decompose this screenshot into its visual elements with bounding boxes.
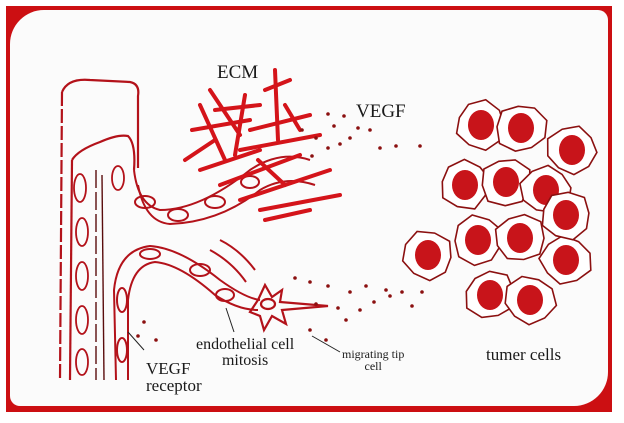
tumor-cell-nucleus — [477, 280, 503, 310]
tumor-cell-cluster — [401, 98, 598, 326]
diagram-panel: ECM VEGF endothelial cell mitosis VEGF r… — [10, 10, 608, 406]
vegf-particles — [136, 112, 424, 342]
migrating-tip-cell — [248, 282, 329, 333]
tumor-cell-nucleus — [493, 167, 519, 197]
endothelial-label-line1: endothelial cell — [196, 336, 295, 353]
tumor-cell-nucleus — [559, 135, 585, 165]
label-pointer-lines — [127, 307, 341, 353]
migrating-label-line1: migrating tip — [342, 347, 405, 361]
endothelial-cells-left — [73, 165, 125, 376]
tumor-cell-nucleus — [507, 223, 533, 253]
migrating-tip-cell-label: migrating tip cell — [342, 348, 404, 372]
parent-blood-vessel — [58, 78, 140, 381]
vegf-receptor-label: VEGF receptor — [146, 360, 202, 394]
diagram-frame: ECM VEGF endothelial cell mitosis VEGF r… — [6, 6, 612, 412]
tumor-cell-nucleus — [517, 285, 543, 315]
tumor-cell-nucleus — [553, 245, 579, 275]
extracellular-matrix — [183, 68, 342, 222]
tumor-cell-nucleus — [452, 170, 478, 200]
tumor-cell-nucleus — [465, 225, 491, 255]
tumer-cells-label: tumer cells — [486, 345, 562, 364]
tumor-cell-nucleus — [553, 200, 579, 230]
vegf-receptor-line1: VEGF — [146, 359, 191, 378]
endothelial-cell-mitosis-label: endothelial cell mitosis — [196, 337, 294, 369]
migrating-label-line2: cell — [364, 359, 382, 373]
vegf-label: VEGF — [356, 101, 406, 122]
vessel-sprout-lower — [112, 239, 261, 381]
tumor-cell-nucleus — [508, 113, 534, 143]
angiogenesis-illustration — [58, 68, 598, 381]
ecm-label: ECM — [217, 62, 259, 83]
vegf-receptor-line2: receptor — [146, 376, 202, 395]
endothelial-label-line2: mitosis — [221, 352, 269, 369]
tumor-cell-nucleus — [468, 110, 494, 140]
tumor-cell-nucleus — [415, 240, 441, 270]
